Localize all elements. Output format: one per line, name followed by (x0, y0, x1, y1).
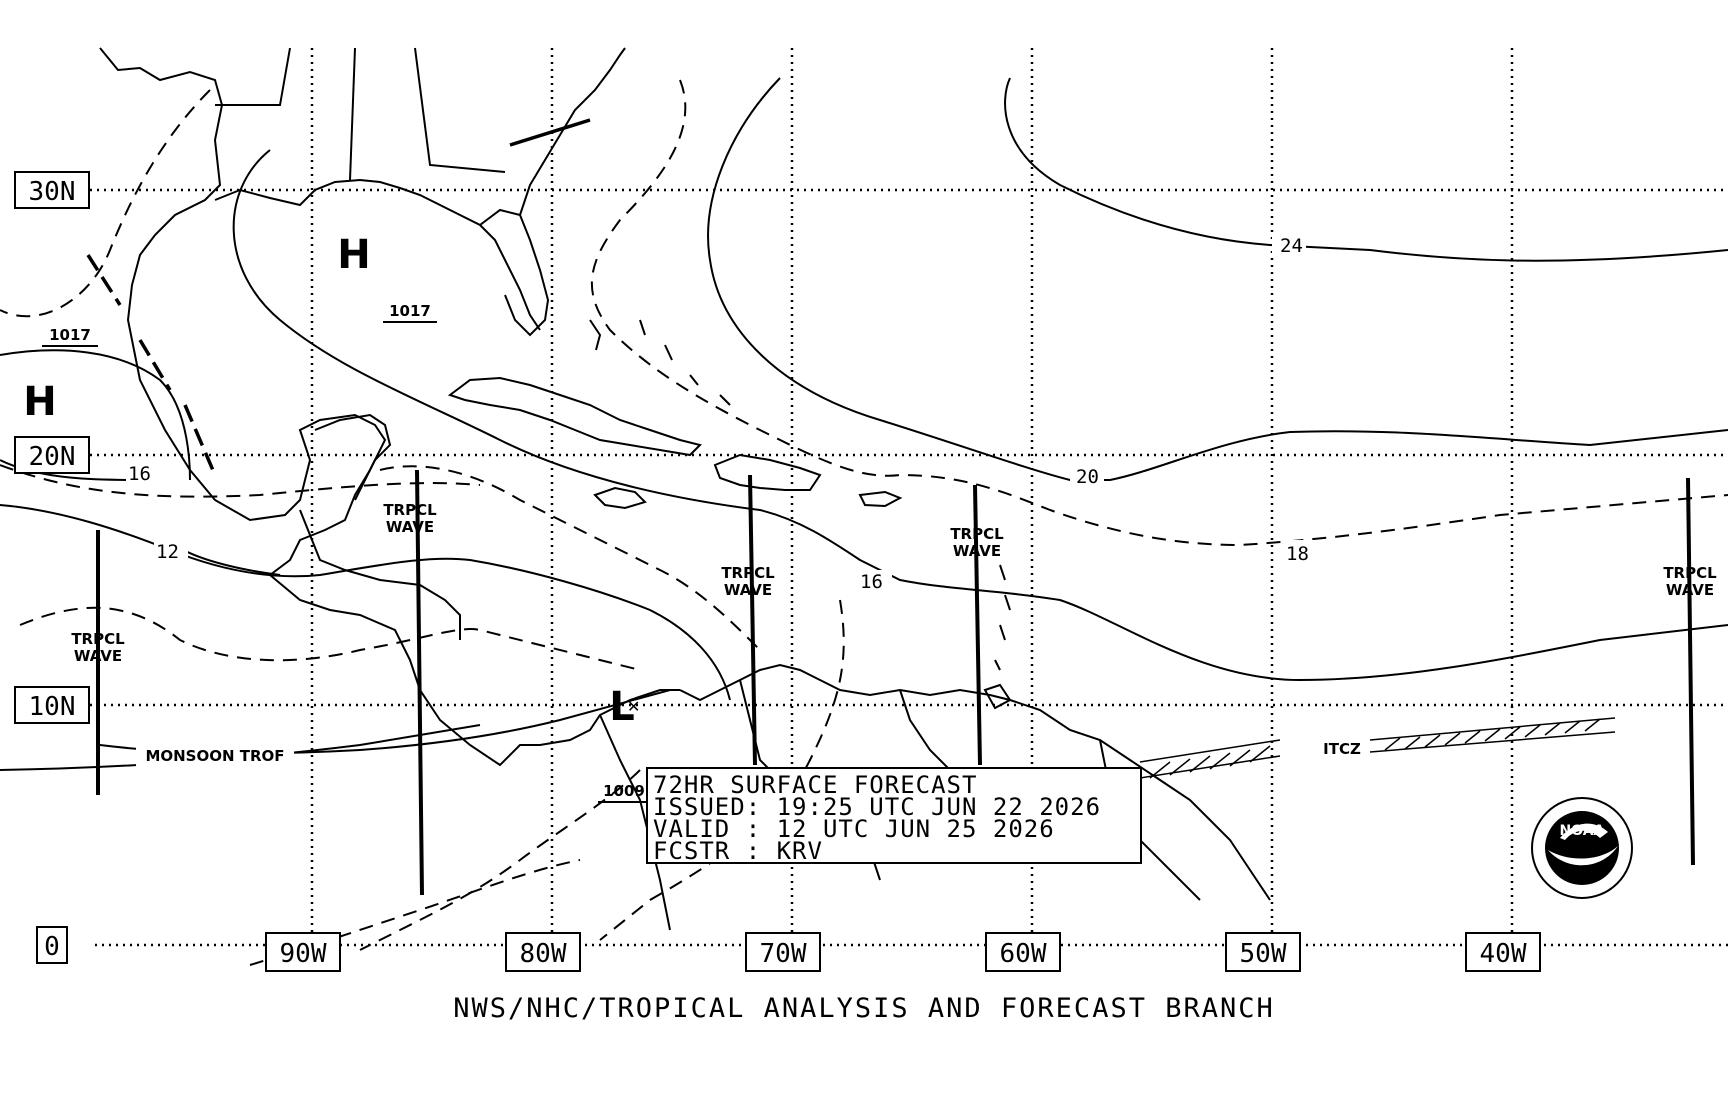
wave-label-2-line2: WAVE (386, 518, 434, 536)
lon-label-50w: 50W (1240, 939, 1287, 969)
forecast-valid: VALID : 12 UTC JUN 25 2026 (653, 815, 1055, 843)
isobar-label-20: 20 (1076, 466, 1099, 488)
noaa-logo-text: NOAA (1560, 823, 1605, 839)
lat-label-20n: 20N (29, 442, 76, 472)
low-pressure-caribbean: L (609, 684, 635, 730)
trough-lines (86, 118, 591, 476)
low-pressure-caribbean-value: 1009 (603, 782, 645, 800)
forecast-forecaster: FCSTR : KRV (653, 837, 823, 865)
lon-label-40w: 40W (1480, 939, 1527, 969)
lon-label-90w: 90W (280, 939, 327, 969)
lon-label-80w: 80W (520, 939, 567, 969)
low-center-x-icon: ✕ (627, 697, 640, 716)
isobar-label-16-west: 16 (128, 463, 151, 485)
lat-label-10n: 10N (29, 692, 76, 722)
lat-label-equator: 0 (44, 932, 60, 962)
high-pressure-mexico-value: 1017 (49, 326, 91, 344)
isobar-label-16-east: 16 (860, 571, 883, 593)
tropical-wave-labels: TRPCL WAVE TRPCL WAVE TRPCL WAVE TRPCL W… (71, 501, 1717, 665)
isobar-labels: 24 20 18 16 16 12 (126, 232, 1316, 594)
pressure-centers: H 1017 H 1017 L ✕ 1009 (23, 232, 650, 803)
isobars (0, 77, 1728, 771)
longitude-labels: 90W 80W 70W 60W 50W 40W (265, 932, 1541, 972)
lat-label-30n: 30N (29, 177, 76, 207)
wave-label-2-line1: TRPCL (383, 501, 437, 519)
tropical-wave-axes (96, 469, 1695, 896)
monsoon-trough-label: MONSOON TROF (145, 747, 284, 765)
isobar-label-12: 12 (156, 541, 179, 563)
coastlines (99, 47, 1271, 931)
itcz-band (1139, 717, 1616, 779)
wave-label-3-line2: WAVE (724, 581, 772, 599)
latitude-labels: 30N 20N 10N 0 (14, 171, 90, 964)
wave-label-5-line1: TRPCL (1663, 564, 1717, 582)
high-pressure-mexico: H (23, 379, 56, 425)
forecast-info-box: 72HR SURFACE FORECAST ISSUED: 19:25 UTC … (646, 767, 1142, 865)
wave-label-3-line1: TRPCL (721, 564, 775, 582)
lon-label-60w: 60W (1000, 939, 1047, 969)
forecast-title: 72HR SURFACE FORECAST (653, 771, 977, 799)
footer-branch: NWS/NHC/TROPICAL ANALYSIS AND FORECAST B… (453, 993, 1275, 1024)
lon-label-70w: 70W (760, 939, 807, 969)
isobar-label-18: 18 (1286, 543, 1309, 565)
wave-label-1-line2: WAVE (74, 647, 122, 665)
noaa-logo: NOAA (1531, 797, 1633, 899)
wave-label-1-line1: TRPCL (71, 630, 125, 648)
wave-label-5-line2: WAVE (1666, 581, 1714, 599)
high-pressure-gulf-value: 1017 (389, 302, 431, 320)
itcz-label: ITCZ (1323, 740, 1361, 758)
wave-label-4-line2: WAVE (953, 542, 1001, 560)
wave-label-4-line1: TRPCL (950, 525, 1004, 543)
high-pressure-gulf: H (337, 232, 370, 278)
forecast-issued: ISSUED: 19:25 UTC JUN 22 2026 (653, 793, 1101, 821)
isobar-label-24: 24 (1280, 235, 1303, 257)
